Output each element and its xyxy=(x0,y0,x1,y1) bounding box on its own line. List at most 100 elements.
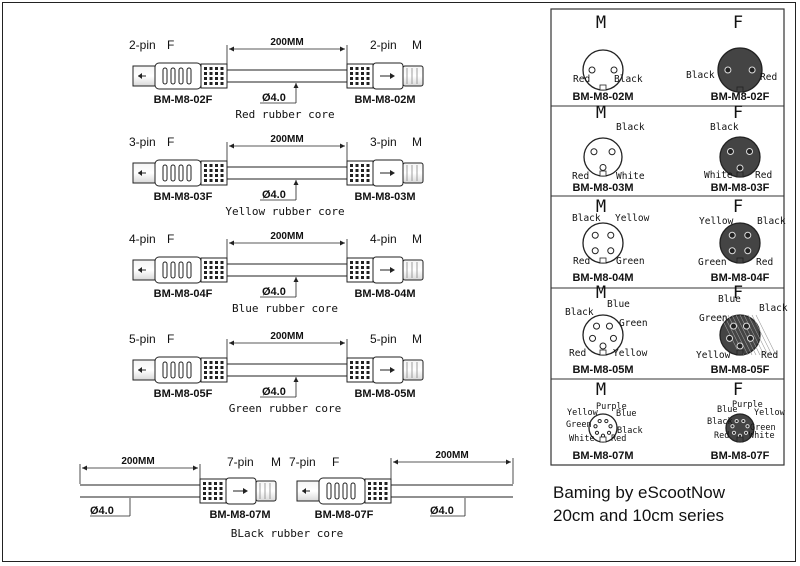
gender-left: F xyxy=(167,135,174,149)
collar-dot xyxy=(220,72,224,75)
collar-dot xyxy=(208,492,212,495)
collar-dot xyxy=(219,482,223,485)
grip-slot xyxy=(326,482,332,500)
grip-slot xyxy=(178,67,184,85)
collar-dot xyxy=(220,169,224,172)
model-7f: BM-M8-07F xyxy=(315,509,374,521)
collar-dot xyxy=(215,371,218,374)
pinout-model: BM-M8-02M xyxy=(572,91,633,103)
wire-color-label: Red xyxy=(611,434,626,444)
collar-dot xyxy=(203,482,206,485)
collar-dot xyxy=(366,271,370,274)
diameter-label: Ø4.0 xyxy=(262,92,286,104)
grip-slot xyxy=(186,67,192,85)
arrow-head xyxy=(243,488,248,494)
hatch xyxy=(751,314,773,356)
model-7m: BM-M8-07M xyxy=(209,509,270,521)
pin-count-left: 3-pin xyxy=(129,135,156,149)
collar-dot xyxy=(220,77,224,80)
grip-slot xyxy=(170,164,176,182)
pin xyxy=(741,418,746,424)
collar-dot xyxy=(361,164,364,167)
wire-color-label: Red xyxy=(755,170,772,181)
hatch xyxy=(743,314,765,356)
hatch xyxy=(727,314,749,356)
pinout-model: BM-M8-04M xyxy=(572,272,633,284)
collar-dot xyxy=(366,164,370,167)
collar-dot xyxy=(350,164,353,167)
dim-arrow xyxy=(229,46,234,52)
collar-dot xyxy=(379,487,382,490)
key-notch xyxy=(736,257,744,264)
collar-dot xyxy=(366,179,370,182)
wire-color-label: Red xyxy=(573,74,590,85)
gender-left: F xyxy=(167,38,174,52)
collar-dot xyxy=(361,361,364,364)
collar-dot xyxy=(214,487,217,490)
collar-dot xyxy=(220,361,224,364)
grip-slot xyxy=(162,361,168,379)
collar-dot xyxy=(204,82,207,85)
collar-dot xyxy=(220,82,224,85)
collar-dot xyxy=(368,497,371,500)
model-left: BM-M8-04F xyxy=(154,288,213,300)
pin xyxy=(744,231,752,239)
pin xyxy=(607,231,615,239)
wire-color-label: Black xyxy=(614,74,643,85)
pin xyxy=(736,342,744,350)
collar-dot xyxy=(350,169,353,172)
wire-color-label: Purple xyxy=(596,402,627,412)
pin xyxy=(742,322,750,330)
collar-dot xyxy=(361,376,364,379)
grip-slot xyxy=(170,67,176,85)
grip-slot xyxy=(170,261,176,279)
gender-right: M xyxy=(412,332,422,346)
collar-dot xyxy=(384,487,388,490)
collar-dot xyxy=(366,72,370,75)
arrow-head xyxy=(390,73,395,79)
key-notch xyxy=(599,349,607,356)
wire-color-label: Black xyxy=(757,216,786,227)
collar-dot xyxy=(368,482,371,485)
collar-dot xyxy=(350,266,353,269)
pin xyxy=(745,424,750,429)
pin xyxy=(730,424,735,429)
length-label: 200MM xyxy=(270,331,303,342)
collar-dot xyxy=(214,482,217,485)
grip-slot xyxy=(178,261,184,279)
collar-dot xyxy=(361,77,364,80)
grip-slot xyxy=(186,164,192,182)
collar-dot xyxy=(220,276,224,279)
collar-dot xyxy=(366,376,370,379)
wire-color-label: Red xyxy=(760,72,777,83)
model-right: BM-M8-04M xyxy=(354,288,415,300)
grip-slot xyxy=(162,164,168,182)
collar-dot xyxy=(384,497,388,500)
arrow-head xyxy=(390,367,395,373)
wire-color-label: Black xyxy=(686,70,715,81)
model-right: BM-M8-05M xyxy=(354,388,415,400)
gender-label: F xyxy=(733,380,743,400)
key-notch xyxy=(736,436,744,443)
pin-count-right: 3-pin xyxy=(370,135,397,149)
gender-label: M xyxy=(596,283,606,303)
collar-dot xyxy=(215,82,218,85)
pin xyxy=(593,322,601,330)
collar-dot xyxy=(204,366,207,369)
wire-color-label: Black xyxy=(565,307,594,318)
collar-dot xyxy=(219,497,223,500)
collar-dot xyxy=(204,77,207,80)
leader-arrow xyxy=(293,83,299,88)
hatch xyxy=(735,314,757,356)
collar-dot xyxy=(355,72,359,75)
collar-dot xyxy=(204,376,207,379)
collar-dot xyxy=(204,164,207,167)
collar-dot xyxy=(366,366,370,369)
collar-dot xyxy=(350,82,353,85)
diameter-label: Ø4.0 xyxy=(262,189,286,201)
collar-dot xyxy=(361,371,364,374)
collar-dot xyxy=(366,361,370,364)
